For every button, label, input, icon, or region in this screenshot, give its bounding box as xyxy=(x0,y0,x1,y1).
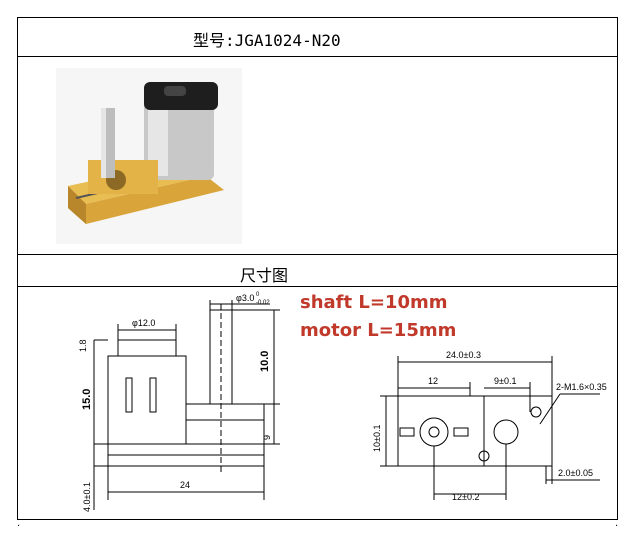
dim-shaft-tol-bottom: -0.02 xyxy=(256,300,270,306)
motor-body xyxy=(107,355,187,445)
motor-length-note: motor L=15mm xyxy=(300,320,456,341)
dim-10: 10.0 xyxy=(259,351,271,372)
corner-mark-left: · xyxy=(17,521,21,532)
dim-2: 2.0±0.05 xyxy=(558,468,593,478)
dim-4: 4.0±0.1 xyxy=(82,482,92,512)
product-photo xyxy=(56,68,242,244)
spec-sheet: 型号:JGA1024-N20 尺寸图 xyxy=(17,17,618,520)
front-view-outline xyxy=(397,395,553,467)
divider-bottom xyxy=(18,286,617,287)
dim-motor-diameter: φ12.0 xyxy=(132,318,155,328)
dim-9-holes: 9±0.1 xyxy=(494,376,516,386)
dim-9: 9 xyxy=(262,435,272,440)
corner-mark-right: · xyxy=(615,521,619,532)
dimension-title: 尺寸图 xyxy=(240,266,289,285)
divider-top xyxy=(18,56,617,57)
dim-hole-spec: 2-M1.6×0.35 xyxy=(556,382,607,392)
dim-15: 15.0 xyxy=(81,389,93,410)
dim-24: 24 xyxy=(180,480,190,490)
dim-shaft-diameter: φ3.0 xyxy=(236,293,254,303)
dim-shaft-tol-top: 0 xyxy=(256,292,260,298)
model-title: 型号:JGA1024-N20 xyxy=(193,31,341,50)
dim-12-bottom: 12±0.2 xyxy=(452,492,479,502)
dim-24-total: 24.0±0.3 xyxy=(446,350,481,360)
shaft-length-note: shaft L=10mm xyxy=(300,292,448,313)
dim-12: 12 xyxy=(428,376,438,386)
divider-middle xyxy=(18,254,617,255)
dim-1-8: 1.8 xyxy=(78,339,88,352)
dim-10-height: 10±0.1 xyxy=(372,425,382,452)
gearmotor-illustration xyxy=(56,68,242,244)
